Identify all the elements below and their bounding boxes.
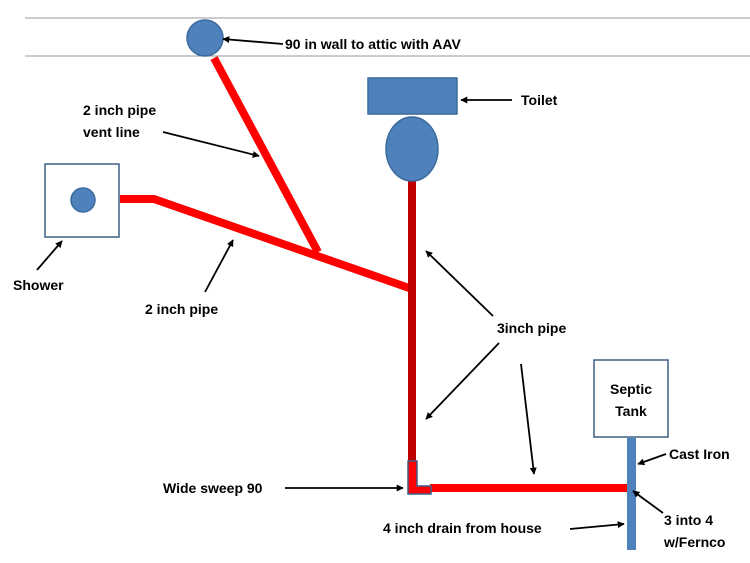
label-2inch-pipe: 2 inch pipe [145, 301, 218, 317]
label-wide-sweep: Wide sweep 90 [163, 480, 263, 496]
arrow-aav [222, 36, 284, 45]
shower-drain [70, 187, 96, 213]
label-septic-1: Septic [610, 381, 652, 397]
arrow-fernco [632, 490, 664, 514]
label-septic-2: Tank [615, 403, 647, 419]
arrow-cast-iron [637, 453, 667, 466]
label-vent-line-2: vent line [83, 124, 140, 140]
arrow-3inch-upper [425, 250, 494, 317]
label-vent-line-1: 2 inch pipe [83, 102, 156, 118]
cast-iron-pipe [627, 438, 636, 550]
arrow-3inch-right [520, 363, 537, 475]
label-drain: 4 inch drain from house [383, 520, 542, 536]
label-aav: 90 in wall to attic with AAV [285, 36, 461, 52]
wide-sweep-fitting [407, 460, 432, 495]
label-fernco-2: w/Fernco [663, 534, 725, 550]
arrow-shower [36, 240, 63, 271]
label-shower: Shower [13, 277, 64, 293]
arrow-3inch-lower [425, 342, 500, 420]
toilet-tank [367, 77, 458, 115]
vent-pipe [210, 56, 322, 254]
shower-drain-pipe [120, 195, 414, 293]
septic-tank-box [593, 359, 669, 438]
arrow-drain [569, 521, 625, 530]
house-drain-pipe [430, 484, 627, 492]
label-toilet: Toilet [521, 92, 558, 108]
arrow-2inch-pipe [204, 239, 234, 293]
arrow-vent-line [162, 131, 260, 158]
toilet-bowl [385, 116, 439, 182]
label-fernco-1: 3 into 4 [664, 512, 713, 528]
label-3inch-pipe: 3inch pipe [497, 320, 566, 336]
aav-fitting [186, 19, 224, 57]
label-cast-iron: Cast Iron [669, 446, 730, 462]
